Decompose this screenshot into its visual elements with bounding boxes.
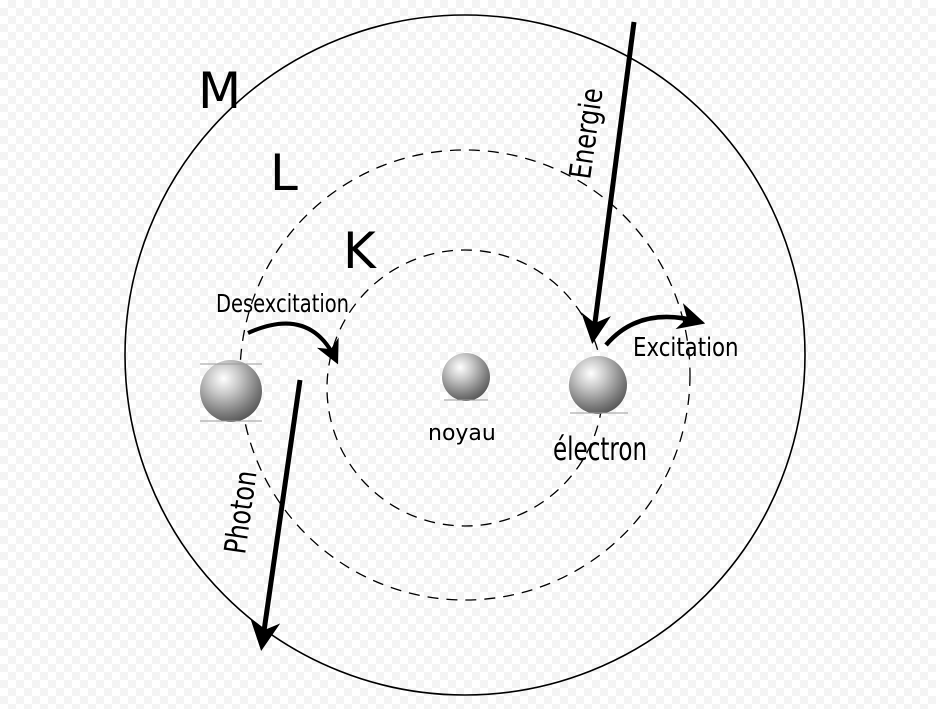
energy-arrow [593, 22, 634, 338]
nucleus-label: noyau [428, 421, 496, 446]
desexcitation-label: Desexcitation [216, 290, 349, 319]
shell-label-m: M [198, 62, 241, 120]
excitation-label: Excitation [633, 332, 739, 363]
desexcitation-arrow [248, 324, 336, 360]
photon-label: Photon [219, 468, 265, 556]
photon-arrow [262, 380, 300, 645]
energy-label: Energie [564, 86, 611, 181]
electron-label: électron [553, 430, 647, 468]
shell-label-l: L [270, 144, 298, 202]
nucleus-sphere [442, 353, 490, 401]
electron-sphere [569, 356, 627, 414]
shell-label-k: K [343, 222, 377, 280]
emitting-electron-sphere [200, 360, 262, 422]
